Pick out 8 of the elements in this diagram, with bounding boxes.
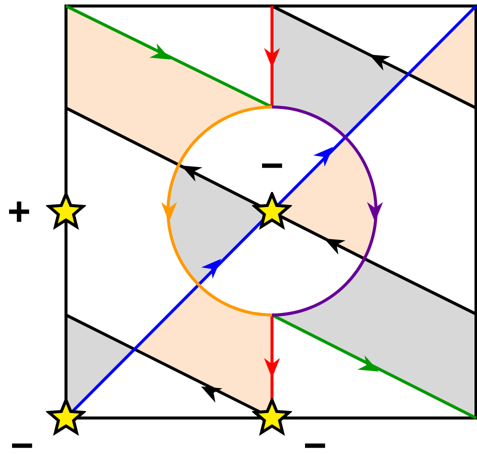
star-marker bbox=[46, 192, 86, 230]
star-marker bbox=[252, 398, 292, 436]
star-marker bbox=[252, 192, 292, 230]
sign-label: − bbox=[10, 426, 34, 454]
sign-label: − bbox=[303, 426, 327, 454]
star-marker bbox=[46, 398, 86, 436]
sign-label: − bbox=[260, 146, 284, 186]
sign-label: + bbox=[7, 192, 31, 232]
